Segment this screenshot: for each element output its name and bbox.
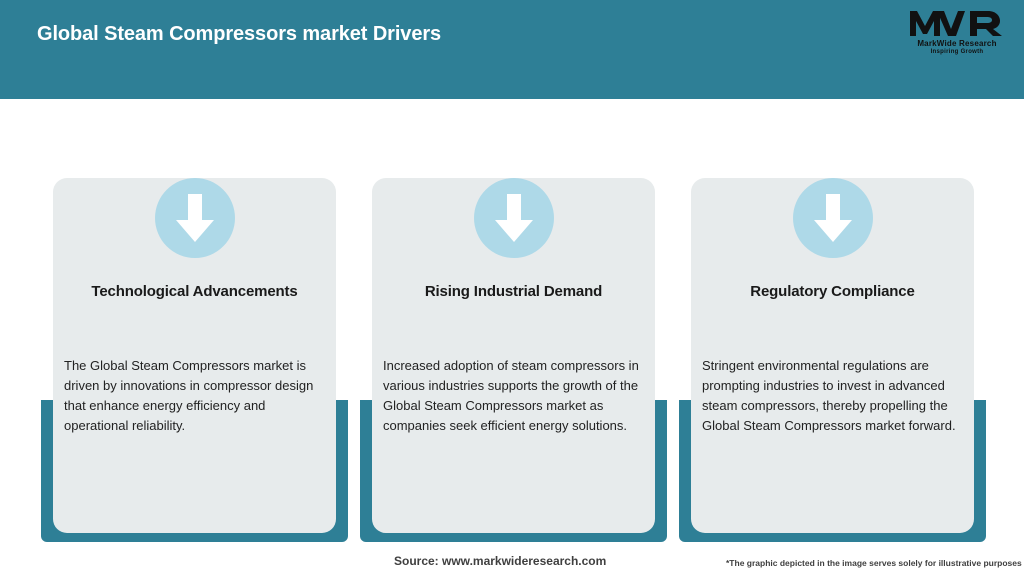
card-body-text: Stringent environmental regulations are …: [702, 358, 956, 433]
card-title: Rising Industrial Demand: [424, 283, 603, 300]
card-panel: Regulatory Compliance Stringent environm…: [691, 178, 974, 533]
card-panel: Technological Advancements The Global St…: [53, 178, 336, 533]
footer-disclaimer-text: *The graphic depicted in the image serve…: [726, 558, 1022, 568]
brand-logo: MarkWide Research Inspiring Growth: [904, 8, 1010, 60]
arrow-down-icon: [154, 178, 235, 258]
card-panel: Rising Industrial Demand Increased adopt…: [372, 178, 655, 533]
driver-card-3: Regulatory Compliance Stringent environm…: [679, 148, 986, 548]
mwr-monogram-icon: [904, 8, 1010, 38]
card-body-text: The Global Steam Compressors market is d…: [64, 358, 314, 433]
driver-card-2: Rising Industrial Demand Increased adopt…: [360, 148, 667, 548]
page-title: Global Steam Compressors market Drivers: [37, 23, 442, 45]
arrow-down-icon: [473, 178, 554, 258]
footer-source-text: Source: www.markwideresearch.com: [394, 554, 607, 568]
header-band: Global Steam Compressors market Drivers …: [0, 0, 1024, 99]
card-title: Regulatory Compliance: [750, 283, 915, 300]
card-title: Technological Advancements: [91, 283, 298, 300]
arrow-down-icon: [792, 178, 873, 258]
driver-card-1: Technological Advancements The Global St…: [41, 148, 348, 548]
card-body-text: Increased adoption of steam compressors …: [383, 358, 639, 433]
logo-tagline: Inspiring Growth: [930, 49, 984, 55]
logo-company-name: MarkWide Research: [917, 39, 997, 48]
